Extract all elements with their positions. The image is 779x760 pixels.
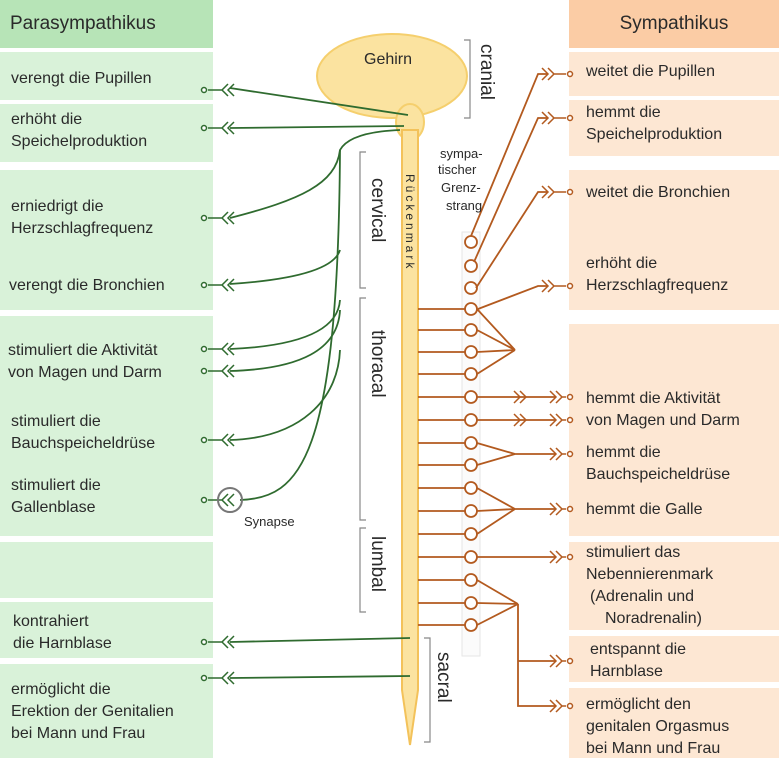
para-bronchien: verengt die Bronchien xyxy=(9,277,165,294)
sym-gen-1: ermöglicht den xyxy=(586,696,691,713)
sym-herz-2: Herzschlagfrequenz xyxy=(586,277,729,294)
sym-box-harnblase xyxy=(569,636,779,682)
sym-gen-3: bei Mann und Frau xyxy=(586,740,721,757)
para-box-pupillen xyxy=(0,52,213,100)
para-box-herz-bronchien xyxy=(0,170,213,310)
para-box-genitalien xyxy=(0,664,213,758)
para-magen-2: von Magen und Darm xyxy=(8,364,162,381)
para-box-empty xyxy=(0,542,213,598)
sym-bronchien: weitet die Bronchien xyxy=(586,184,731,201)
para-box-harnblase xyxy=(0,602,213,658)
sym-nebenniere-1: stimuliert das xyxy=(586,544,681,561)
para-herz-1: erniedrigt die xyxy=(11,198,104,215)
para-harn-2: die Harnblase xyxy=(13,635,112,652)
sym-nebenniere-3: (Adrenalin und xyxy=(590,588,695,605)
region-cranial: cranial xyxy=(476,44,497,100)
para-magen-1: stimuliert die Aktivität xyxy=(8,342,158,359)
sympathikus-header: Sympathikus xyxy=(569,0,779,48)
para-speichel-2: Speichelproduktion xyxy=(11,133,148,150)
region-brackets xyxy=(359,39,471,743)
sym-speichel-1: hemmt die xyxy=(586,104,661,121)
sym-box-speichel xyxy=(569,100,779,156)
sym-box-pupillen xyxy=(569,52,779,96)
para-box-verdauung xyxy=(0,316,213,536)
trunk-label-2: tischer xyxy=(438,162,477,177)
sym-harn-1: entspannt die xyxy=(590,641,687,658)
region-lumbal: lumbal xyxy=(367,536,388,592)
para-herz-2: Herzschlagfrequenz xyxy=(11,220,154,237)
sym-endings xyxy=(513,67,574,713)
synapse-label: Synapse xyxy=(244,514,295,529)
para-speichel-1: erhöht die xyxy=(11,111,83,128)
sym-box-verdauung xyxy=(569,324,779,536)
sym-pupillen: weitet die Pupillen xyxy=(586,63,715,80)
sym-box-nebenniere xyxy=(569,542,779,630)
sym-galle: hemmt die Galle xyxy=(586,501,703,518)
spinal-cord-shape xyxy=(401,129,419,746)
sym-box-genitalien xyxy=(569,688,779,758)
synapse-marker xyxy=(217,487,243,513)
parasympathikus-header: Parasympathikus xyxy=(0,0,213,48)
brain-label: Gehirn xyxy=(364,51,413,68)
para-galle-1: stimuliert die xyxy=(11,477,101,494)
para-endings xyxy=(200,83,235,685)
region-sacral: sacral xyxy=(433,652,454,703)
para-gen-3: bei Mann und Frau xyxy=(11,725,146,742)
trunk-label-4: strang xyxy=(446,198,483,213)
sym-magen-2: von Magen und Darm xyxy=(586,412,740,429)
para-gen-2: Erektion der Genitalien xyxy=(11,703,174,720)
brain-shape xyxy=(316,33,468,119)
spinal-cord-label: Rückenmark xyxy=(403,174,417,272)
sym-bauch-2: Bauchspeicheldrüse xyxy=(586,466,731,483)
sym-gen-2: genitalen Orgasmus xyxy=(586,718,730,735)
para-bauch-1: stimuliert die xyxy=(11,413,101,430)
para-bauch-2: Bauchspeicheldrüse xyxy=(11,435,156,452)
para-galle-2: Gallenblase xyxy=(11,499,96,516)
trunk-label-3: Grenz- xyxy=(441,180,481,195)
sym-speichel-2: Speichelproduktion xyxy=(586,126,723,143)
region-thoracal: thoracal xyxy=(367,330,388,398)
para-gen-1: ermöglicht die xyxy=(11,681,111,698)
para-pupillen: verengt die Pupillen xyxy=(11,70,152,87)
region-cervical: cervical xyxy=(367,178,388,243)
sym-bauch-1: hemmt die xyxy=(586,444,661,461)
para-box-speichel xyxy=(0,104,213,162)
sym-box-bronchien-herz xyxy=(569,170,779,310)
sym-nebenniere-4: Noradrenalin) xyxy=(605,610,702,627)
sym-magen-1: hemmt die Aktivität xyxy=(586,390,721,407)
para-lines xyxy=(229,87,411,679)
para-harn-1: kontrahiert xyxy=(13,613,89,630)
sym-harn-2: Harnblase xyxy=(590,663,663,680)
sym-nebenniere-2: Nebennierenmark xyxy=(586,566,714,583)
sym-herz-1: erhöht die xyxy=(586,255,658,272)
trunk-label-1: sympa- xyxy=(440,146,483,161)
